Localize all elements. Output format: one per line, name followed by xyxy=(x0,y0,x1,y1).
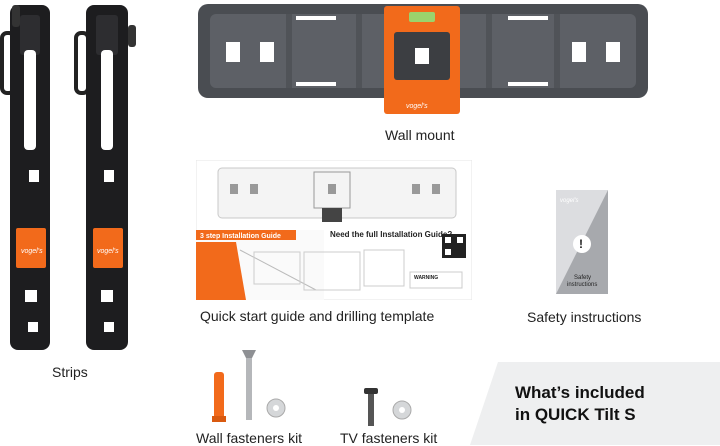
strips-illustration: vogel's vogel's xyxy=(0,5,136,350)
page-title-line2: in QUICK Tilt S xyxy=(515,405,636,424)
strip-right: vogel's xyxy=(74,5,136,350)
caption-wall-fasteners: Wall fasteners kit xyxy=(196,430,303,446)
safety-instructions-illustration: vogel's ! Safety instructions xyxy=(556,190,608,294)
tv-fasteners-illustration xyxy=(364,388,412,426)
caption-strips: Strips xyxy=(52,364,88,380)
svg-text:vogel's: vogel's xyxy=(97,248,119,255)
svg-text:Safety: Safety xyxy=(574,275,591,281)
page-title-line1: What’s included xyxy=(515,383,645,402)
caption-safety-instructions: Safety instructions xyxy=(527,309,642,325)
heading-panel xyxy=(470,362,720,445)
svg-text:instructions: instructions xyxy=(567,282,597,288)
guide-step-title: 3 step Installation Guide xyxy=(200,233,281,240)
page-title: What’s included in QUICK Tilt S xyxy=(515,382,645,426)
svg-text:vogel's: vogel's xyxy=(406,103,428,110)
svg-text:!: ! xyxy=(579,237,583,251)
exclamation-icon xyxy=(573,235,591,253)
svg-text:vogel's: vogel's xyxy=(21,248,43,255)
quick-start-guide-illustration: 3 step Installation Guide Need the full … xyxy=(196,160,472,300)
safety-logo: vogel's xyxy=(560,198,579,204)
guide-warning-label: WARNING xyxy=(414,275,438,281)
guide-full-title: Need the full Installation Guide? xyxy=(330,230,452,239)
level-bubble-icon xyxy=(409,12,435,22)
caption-wall-mount: Wall mount xyxy=(385,127,455,143)
wall-fasteners-illustration xyxy=(212,350,286,422)
caption-tv-fasteners: TV fasteners kit xyxy=(340,430,438,446)
wall-mount-illustration: vogel's xyxy=(198,4,648,114)
caption-quick-start-guide: Quick start guide and drilling template xyxy=(200,308,435,324)
strip-left: vogel's xyxy=(0,5,50,350)
